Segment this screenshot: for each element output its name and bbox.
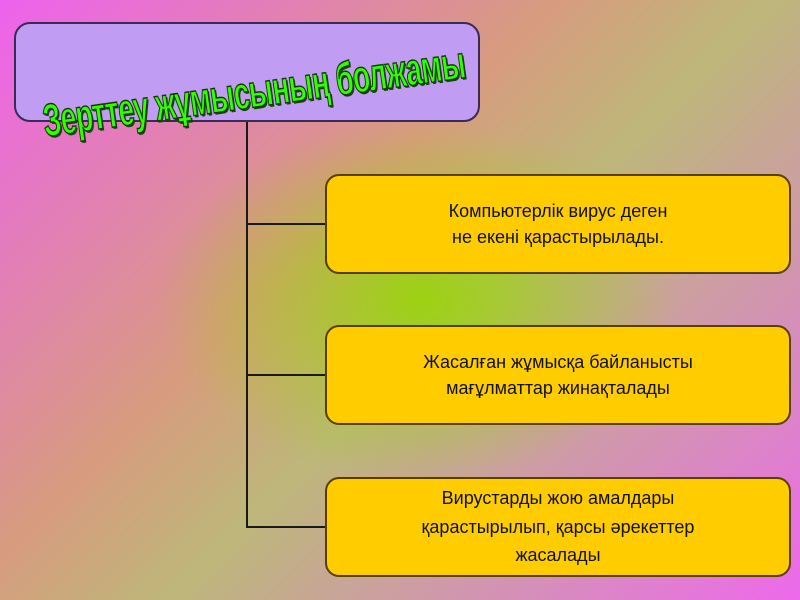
item-text-3: Вирустарды жою амалдары қарастырылып, қа…: [421, 487, 695, 566]
connector-branch-1: [246, 223, 326, 225]
connector-branch-3: [246, 526, 326, 528]
connector-trunk: [246, 122, 248, 528]
title-box: Зерттеу жұмысының болжамы: [14, 22, 480, 147]
item-box-1: Компьютерлік вирус деген не екені қараст…: [325, 174, 791, 274]
item-box-2: Жасалған жұмысқа байланысты мағұлматтар …: [325, 325, 791, 425]
item-text-1: Компьютерлік вирус деген не екені қараст…: [448, 200, 668, 247]
connector-branch-2: [246, 374, 326, 376]
item-box-3: Вирустарды жою амалдары қарастырылып, қа…: [325, 477, 791, 577]
item-text-2: Жасалған жұмысқа байланысты мағұлматтар …: [423, 351, 693, 398]
